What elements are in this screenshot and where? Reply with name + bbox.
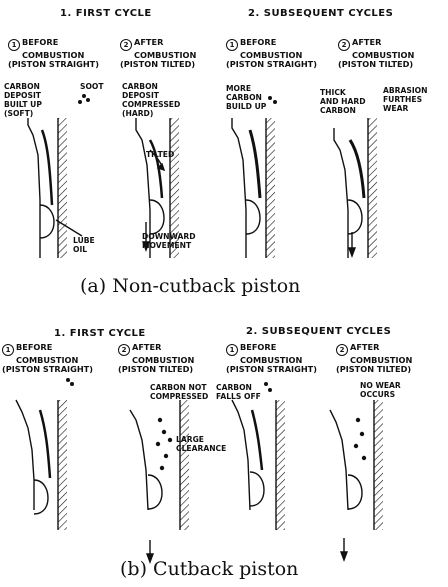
- piston-a3: [232, 97, 276, 258]
- piston-a2: [136, 118, 179, 258]
- piston-b4: [330, 400, 383, 560]
- piston-b2: [130, 400, 189, 562]
- piston-a4: [334, 118, 377, 258]
- piston-b1: [16, 379, 73, 530]
- piston-a1: [28, 95, 89, 258]
- piston-b3: [232, 383, 285, 530]
